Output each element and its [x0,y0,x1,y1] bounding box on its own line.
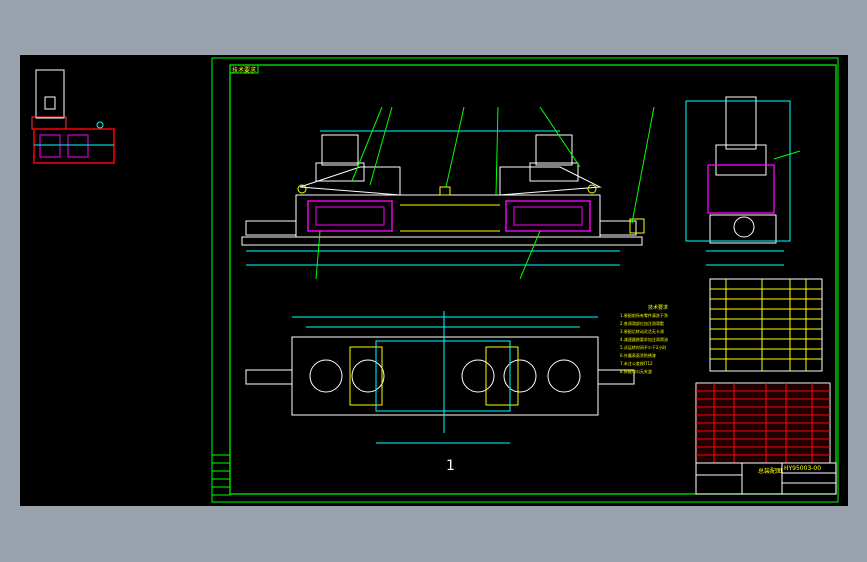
frame-tag-label: 技术要求 [232,66,256,74]
note-line-6: 6.外露表面涂防锈漆 [620,352,656,358]
note-line-8: 8.焊缝均匀无夹渣 [620,368,652,374]
left-margin-table [211,454,231,496]
parts-table-upper [709,278,823,372]
note-line-1: 1.装配前所有零件清洗干净 [620,312,668,318]
note-line-7: 7.未注公差按IT12 [620,360,653,366]
cad-drawing-canvas: 技术要求 [31,57,839,503]
front-elevation-view [241,106,655,280]
sheet-mark: 1 [446,458,455,474]
plan-view: 1 [245,311,635,474]
note-line-5: 5.试运转时间不少于2小时 [620,344,666,350]
title-block: 总装配图 HY95003-00 [695,462,837,495]
cad-drawing-viewport[interactable]: 技术要求 [20,55,848,506]
note-line-2: 2.各润滑部位加注润滑脂 [620,320,664,326]
side-view [685,96,801,266]
drawing-number: HY95003-00 [784,465,821,472]
note-line-4: 4.减速器按要求加注润滑油 [620,336,668,342]
technical-notes: 技术要求 1.装配前所有零件清洗干净 2.各润滑部位加注润滑脂 3.装配后转动灵… [620,304,668,374]
notes-title: 技术要求 [648,304,668,311]
assembly-name: 总装配图 [758,467,782,475]
parts-list-red [695,382,831,464]
note-line-3: 3.装配后转动灵活无卡滞 [620,328,664,334]
side-preview-thumbnail [31,69,115,164]
drawing-frame: 技术要求 [211,57,839,503]
